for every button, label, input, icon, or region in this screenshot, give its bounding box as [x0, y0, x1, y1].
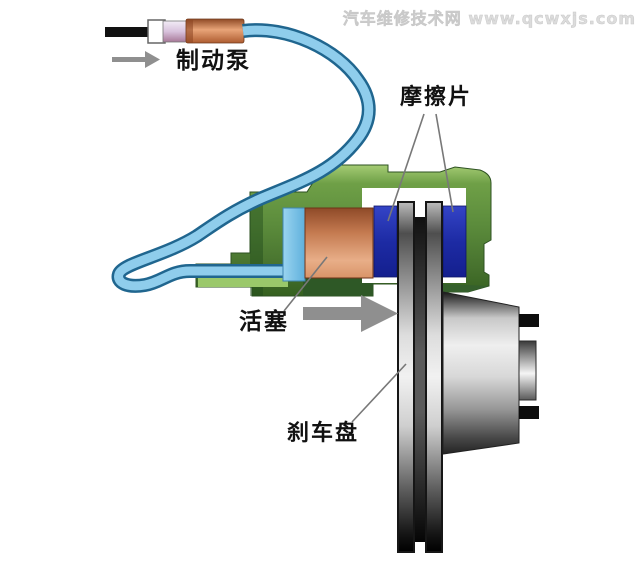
- friction-pad-left: [373, 205, 398, 278]
- disc-vent-gap: [414, 217, 426, 542]
- pump-cylinder-band: [186, 19, 193, 43]
- pump-seal-section: [162, 20, 188, 43]
- watermark: 汽车维修技术网 www.qcwxjs.com: [342, 9, 636, 29]
- caliper-lower-right-lip: [443, 284, 489, 292]
- brake-hose: [111, 23, 376, 293]
- label-piston: 活塞: [239, 309, 289, 335]
- leader-friction-pad-right: [435, 113, 454, 213]
- caliper-under-piston-shadow: [303, 278, 373, 296]
- leader-friction-pad-left: [387, 113, 425, 222]
- caliper-inlet-foot: [198, 278, 288, 287]
- pump-pushrod: [105, 27, 157, 37]
- disc-plate-right: [425, 201, 443, 553]
- brake-disc: [397, 201, 443, 553]
- leader-piston: [283, 256, 328, 312]
- pump-clamp: [147, 19, 166, 44]
- label-brake-disc: 刹车盘: [287, 421, 360, 446]
- friction-pad-right: [442, 205, 467, 278]
- leader-brake-disc: [351, 363, 407, 423]
- hydraulic-chamber: [282, 207, 306, 282]
- piston: [304, 207, 374, 279]
- leader-lines: [283, 113, 454, 423]
- piston-force-arrow: [303, 295, 398, 332]
- brake-pump: [105, 18, 245, 44]
- hub-cone: [442, 291, 520, 455]
- wheel-stud-top: [519, 314, 539, 327]
- wheel-hub: [442, 291, 539, 455]
- disc-plate-left: [397, 201, 415, 553]
- wheel-stud-bottom: [519, 406, 539, 419]
- hose-fill: [114, 25, 374, 291]
- pump-cylinder: [185, 18, 245, 44]
- axle-spindle: [518, 340, 537, 401]
- pump-direction-arrow: [112, 51, 160, 68]
- label-brake-pump: 制动泵: [176, 48, 251, 74]
- label-friction-pads: 摩擦片: [400, 85, 473, 110]
